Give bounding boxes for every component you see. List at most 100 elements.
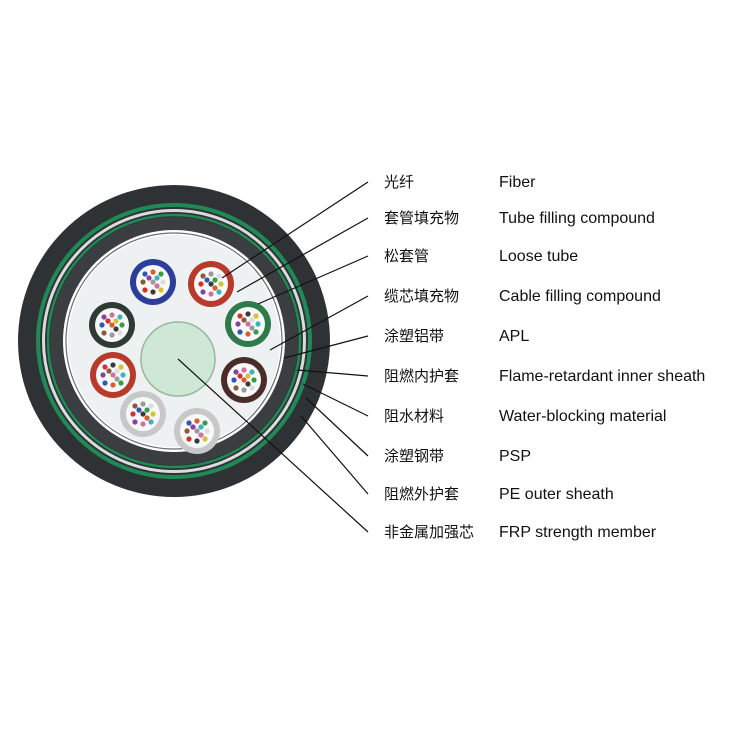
fiber — [113, 318, 119, 324]
cable-layers — [18, 185, 330, 497]
fiber — [130, 411, 136, 417]
fiber — [120, 372, 126, 378]
fiber — [140, 421, 146, 427]
label-english: APL — [499, 328, 529, 345]
label-english: Tube filling compound — [499, 210, 655, 227]
label-english: Flame-retardant inner sheath — [499, 368, 705, 385]
fiber — [253, 329, 259, 335]
psp-steel-tape-inner — [46, 213, 302, 469]
fiber — [109, 332, 115, 338]
apl-inner-line — [65, 232, 283, 450]
fiber — [208, 271, 214, 277]
leader-lines — [177, 181, 369, 533]
fiber — [245, 321, 251, 327]
fiber — [158, 287, 164, 293]
fiber — [119, 322, 125, 328]
fiber — [140, 401, 146, 407]
fiber — [101, 314, 107, 320]
fiber — [202, 436, 208, 442]
fiber — [150, 269, 156, 275]
fiber — [218, 281, 224, 287]
label-english: Loose tube — [499, 248, 578, 265]
fiber — [208, 291, 214, 297]
fiber — [142, 287, 148, 293]
label-chinese: 非金属加强芯 — [384, 523, 474, 541]
loose-tube — [225, 301, 271, 347]
fiber — [102, 364, 108, 370]
fiber — [106, 368, 112, 374]
fiber — [150, 289, 156, 295]
label-chinese: 阻燃外护套 — [384, 485, 459, 503]
fiber — [241, 377, 247, 383]
fiber — [245, 331, 251, 337]
fiber — [110, 382, 116, 388]
fiber — [148, 419, 154, 425]
label-chinese: 阻水材料 — [384, 407, 444, 425]
label-chinese: 阻燃内护套 — [384, 367, 459, 385]
fiber — [136, 407, 142, 413]
loose-tube — [130, 259, 176, 305]
fiber — [237, 329, 243, 335]
fiber — [212, 277, 218, 283]
fiber — [144, 407, 150, 413]
loose-tube — [90, 352, 136, 398]
fiber — [194, 438, 200, 444]
leader-line — [300, 415, 369, 495]
fiber — [241, 317, 247, 323]
label-english: PSP — [499, 448, 531, 465]
fiber — [118, 364, 124, 370]
fiber — [140, 411, 146, 417]
fiber — [200, 289, 206, 295]
fiber — [109, 322, 115, 328]
fiber — [110, 372, 116, 378]
label-chinese: 缆芯填充物 — [384, 287, 459, 305]
fiber — [186, 436, 192, 442]
label-english: Fiber — [499, 174, 536, 191]
label-english: FRP strength member — [499, 524, 657, 541]
fiber — [113, 326, 119, 332]
leader-line — [302, 383, 369, 417]
fiber — [184, 428, 190, 434]
fiber — [109, 312, 115, 318]
fiber — [204, 277, 210, 283]
loose-tube — [120, 391, 166, 437]
leader-line — [236, 217, 369, 293]
loose-tube — [188, 261, 234, 307]
loose-tube — [89, 302, 135, 348]
fiber — [249, 369, 255, 375]
fiber — [132, 403, 138, 409]
fiber — [190, 424, 196, 430]
fiber — [140, 279, 146, 285]
fiber — [255, 321, 261, 327]
label-chinese: 涂塑铝带 — [384, 327, 444, 345]
label-english: Cable filling compound — [499, 288, 661, 305]
fiber — [146, 275, 152, 281]
fiber — [117, 330, 123, 336]
fiber — [144, 415, 150, 421]
fiber — [245, 381, 251, 387]
fiber — [148, 403, 154, 409]
fiber — [212, 285, 218, 291]
fiber — [186, 420, 192, 426]
fiber — [216, 289, 222, 295]
fiber — [100, 372, 106, 378]
fiber — [237, 373, 243, 379]
fiber — [216, 273, 222, 279]
fiber — [204, 428, 210, 434]
fiber — [235, 321, 241, 327]
fiber — [105, 318, 111, 324]
fiber — [150, 279, 156, 285]
fiber — [160, 279, 166, 285]
leader-line — [221, 181, 369, 279]
fiber — [194, 418, 200, 424]
label-english: Water-blocking material — [499, 408, 666, 425]
fiber — [237, 313, 243, 319]
fiber — [202, 420, 208, 426]
fiber — [198, 432, 204, 438]
fiber — [118, 380, 124, 386]
fiber — [132, 419, 138, 425]
fiber — [150, 411, 156, 417]
